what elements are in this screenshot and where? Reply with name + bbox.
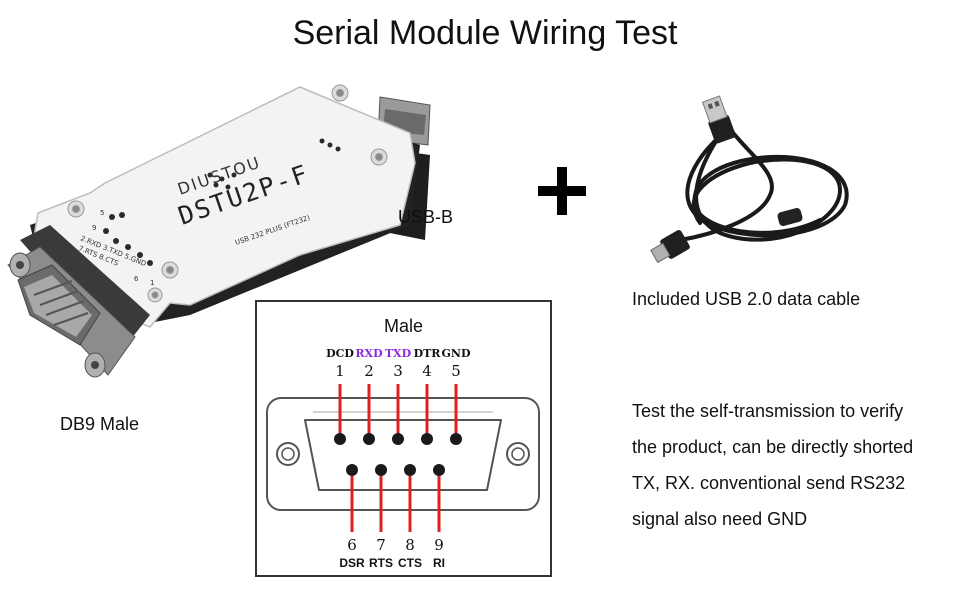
pin-9	[433, 464, 445, 476]
cable-caption: Included USB 2.0 data cable	[632, 289, 861, 309]
db9-connector	[7, 225, 150, 378]
pinout-title: Male	[383, 316, 423, 336]
pin-2	[363, 433, 375, 445]
pin-signal-8: CTS	[398, 556, 422, 570]
test-description: Test the self-transmission to verify the…	[632, 393, 962, 537]
module-illustration: DIUSTOU DSTU2P-F USB 232 PLUS (FT232) 5 …	[7, 84, 431, 378]
plus-icon	[538, 167, 586, 215]
pin-number-2: 2	[364, 362, 374, 380]
pin-6	[346, 464, 358, 476]
pin-number-5: 5	[451, 362, 461, 380]
pin-7	[375, 464, 387, 476]
pin-8	[404, 464, 416, 476]
pin-signal-4: DTR	[414, 347, 442, 360]
silk-pin-6: 6	[134, 275, 139, 283]
silk-pin-5: 5	[100, 209, 104, 217]
description-line: Test the self-transmission to verify	[632, 401, 904, 421]
pin-signal-5: GND	[442, 347, 471, 360]
pin-3	[392, 433, 404, 445]
pin-signal-9: RI	[433, 556, 445, 570]
description-line: signal also need GND	[632, 509, 808, 529]
pin-4	[421, 433, 433, 445]
pin-number-6: 6	[347, 536, 357, 554]
usb-b-label: USB-B	[398, 207, 454, 227]
silk-pin-1: 1	[150, 279, 154, 287]
silk-pin-9: 9	[92, 224, 96, 232]
pin-signal-1: DCD	[326, 347, 354, 360]
pin-number-7: 7	[376, 536, 386, 554]
pin-number-9: 9	[434, 536, 444, 554]
pin-number-1: 1	[335, 362, 345, 380]
pin-signal-7: RTS	[369, 556, 393, 570]
usb-cable-illustration	[650, 95, 849, 264]
db9-shell	[266, 397, 540, 511]
pin-number-4: 4	[422, 362, 432, 380]
pin-signal-2: RXD	[355, 347, 383, 360]
description-line: the product, can be directly shorted	[632, 437, 914, 457]
pin-5	[450, 433, 462, 445]
pin-number-3: 3	[393, 362, 403, 380]
pin-number-8: 8	[405, 536, 415, 554]
page-title: Serial Module Wiring Test	[292, 14, 678, 52]
pin-signal-6: DSR	[339, 556, 365, 570]
pin-signal-3: TXD	[385, 347, 412, 360]
pin-1	[334, 433, 346, 445]
description-line: TX, RX. conventional send RS232	[632, 473, 906, 493]
db9-male-label: DB9 Male	[60, 414, 140, 434]
